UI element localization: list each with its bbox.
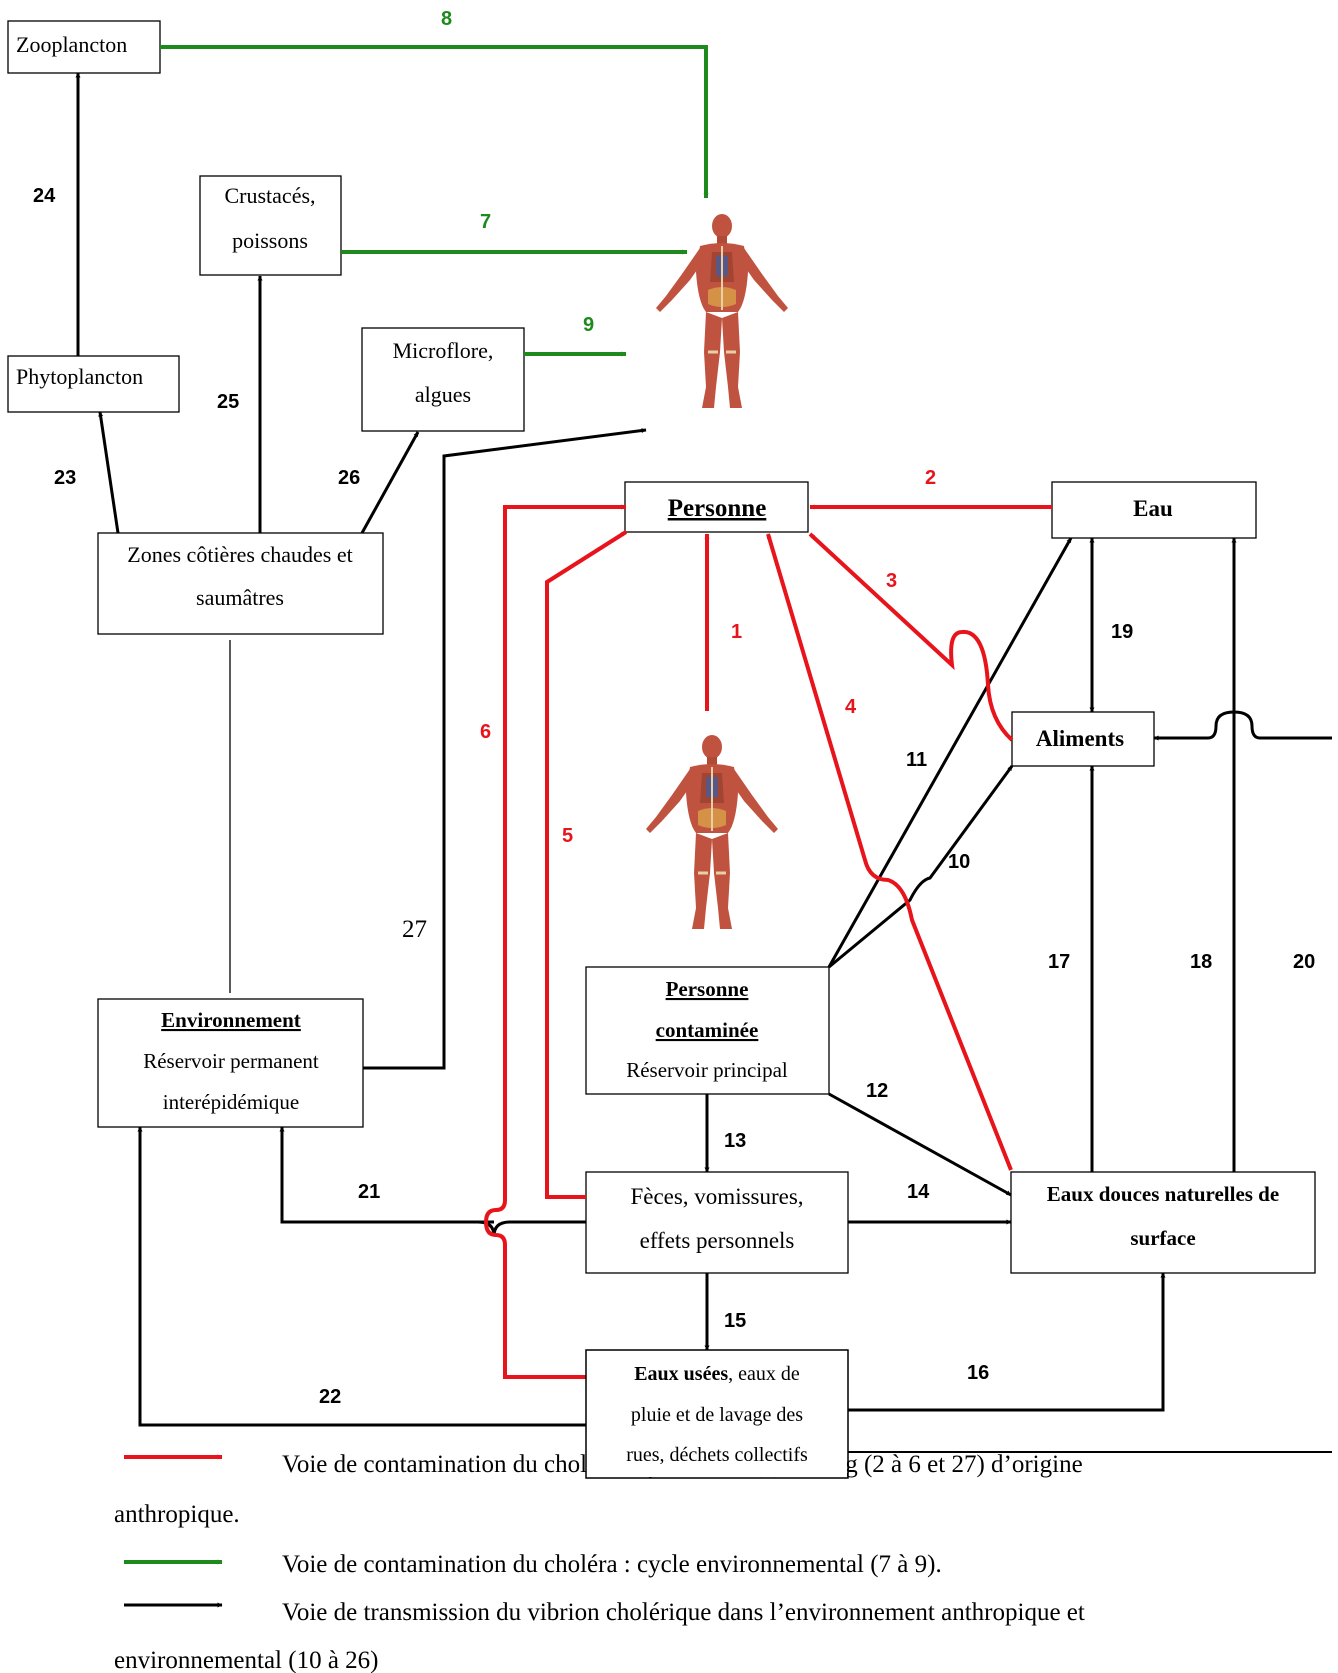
node-aliments-label: Aliments (1036, 726, 1124, 751)
label-22: 22 (319, 1386, 341, 1408)
label-20: 20 (1293, 951, 1315, 973)
arrow-labels: 1 2 3 4 5 6 7 8 9 10 11 12 13 14 15 16 1… (33, 8, 1315, 1408)
label-19: 19 (1111, 621, 1133, 643)
node-eauxusees-rest: , eaux de (728, 1363, 800, 1385)
node-environnement: Environnement Réservoir permanent interé… (97, 998, 364, 1128)
legend: Voie de contamination du choléra : cycle… (114, 1451, 1085, 1673)
label-1: 1 (731, 621, 742, 643)
node-contam-label-1: Personne (666, 977, 749, 1001)
node-microflore: Microflore, algues (361, 327, 525, 432)
arrow-6 (483, 504, 627, 1379)
node-crustaces-label-2: poissons (232, 228, 308, 253)
node-contam-label-2: contaminée (656, 1018, 759, 1042)
label-5: 5 (562, 825, 573, 847)
node-feces: Fèces, vomissures, effets personnels (585, 1171, 849, 1274)
arrow-21 (282, 1127, 586, 1237)
node-aliments: Aliments (1011, 711, 1155, 767)
label-3: 3 (886, 570, 897, 592)
node-eaux-usees-border (585, 1349, 849, 1479)
node-eau: Eau (1051, 481, 1257, 539)
label-25: 25 (217, 391, 239, 413)
node-env-label-2: Réservoir permanent (143, 1049, 319, 1073)
arrow-26 (360, 431, 420, 534)
arrow-8 (160, 45, 709, 199)
arrow-23 (98, 411, 120, 534)
node-microflore-label-1: Microflore, (393, 338, 494, 363)
label-11: 11 (906, 749, 927, 771)
node-zones-label-2: saumâtres (196, 585, 284, 610)
label-14: 14 (907, 1181, 930, 1203)
node-contam-label-3: Réservoir principal (626, 1058, 788, 1082)
node-env-title: Environnement (161, 1008, 301, 1032)
arrow-3 (808, 532, 1014, 742)
node-personne-contaminee: Personne contaminée Réservoir principal (585, 966, 830, 1095)
label-7: 7 (480, 211, 491, 233)
label-27: 27 (402, 916, 427, 943)
label-8: 8 (441, 8, 452, 30)
human-anatomy-icon (644, 733, 780, 931)
label-10: 10 (948, 851, 970, 873)
label-9: 9 (583, 314, 594, 336)
node-zooplancton: Zooplancton (7, 20, 161, 74)
label-4: 4 (845, 696, 857, 718)
node-eauxusees-label-1: Eaux usées, eaux de (634, 1363, 800, 1385)
node-env-label-3: interépidémique (163, 1090, 299, 1114)
label-26: 26 (338, 467, 360, 489)
legend-mask (587, 1440, 847, 1477)
arrow-22 (137, 1126, 586, 1427)
label-15: 15 (724, 1310, 746, 1332)
arrow-27 (363, 428, 647, 1070)
legend-black-text-1: Voie de transmission du vibrion cholériq… (282, 1599, 1085, 1626)
arrow-10 (828, 765, 1014, 969)
node-crustaces-label-1: Crustacés, (224, 183, 315, 208)
label-21: 21 (358, 1181, 380, 1203)
label-16: 16 (967, 1362, 989, 1384)
node-eauxusees-label-3-top: rues, déchets collectifs (626, 1444, 808, 1466)
node-zones-label-1: Zones côtières chaudes et (127, 542, 352, 567)
node-feces-label-1: Fèces, vomissures, (630, 1184, 803, 1209)
node-eauxdouces-label-1: Eaux douces naturelles de (1047, 1182, 1279, 1206)
legend-black-text-2: environnemental (10 à 26) (114, 1647, 379, 1673)
node-phytoplancton-label: Phytoplancton (16, 364, 143, 389)
green-arrows (160, 45, 709, 357)
human-anatomy-icon (654, 212, 790, 410)
red-arrows (483, 504, 1052, 1379)
arrow-16 (848, 1272, 1166, 1412)
label-24: 24 (33, 185, 56, 207)
node-feces-label-2: effets personnels (640, 1228, 795, 1253)
arrow-11 (827, 537, 1073, 968)
node-zooplancton-label: Zooplancton (16, 32, 127, 57)
label-6: 6 (480, 721, 491, 743)
arrow-5 (545, 530, 628, 1199)
node-eauxusees-bold: Eaux usées (634, 1363, 728, 1385)
label-18: 18 (1190, 951, 1212, 973)
node-personne: Personne (624, 481, 809, 533)
arrow-20 (1153, 710, 1332, 741)
legend-green-text: Voie de contamination du choléra : cycle… (282, 1551, 942, 1578)
label-12: 12 (866, 1080, 888, 1102)
legend-red-text-2: anthropique. (114, 1501, 240, 1528)
label-17: 17 (1048, 951, 1070, 973)
arrow-12 (828, 1092, 1012, 1197)
arrow-4 (766, 533, 1013, 1171)
node-eauxdouces-label-2: surface (1130, 1226, 1195, 1250)
node-zones-cotieres: Zones côtières chaudes et saumâtres (97, 532, 384, 635)
label-2: 2 (925, 467, 936, 489)
node-phytoplancton: Phytoplancton (7, 355, 180, 413)
black-arrows (75, 72, 1332, 1453)
node-crustaces: Crustacés, poissons (199, 175, 342, 276)
node-eaux-douces: Eaux douces naturelles de surface (1010, 1171, 1316, 1274)
label-13: 13 (724, 1130, 746, 1152)
node-microflore-label-2: algues (415, 382, 471, 407)
node-eau-label: Eau (1133, 496, 1173, 521)
node-personne-label: Personne (668, 495, 767, 522)
label-23: 23 (54, 467, 76, 489)
node-eauxusees-label-2: pluie et de lavage des (631, 1404, 803, 1426)
